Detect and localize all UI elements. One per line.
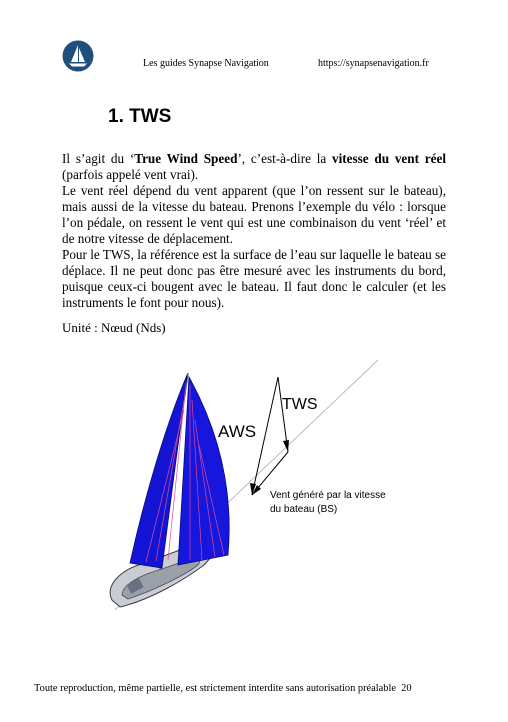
- header-url[interactable]: https://synapsenavigation.fr: [318, 58, 429, 69]
- header-brand: Les guides Synapse Navigation: [143, 58, 269, 69]
- tws-vector: [277, 376, 289, 453]
- copyright-notice: Toute reproduction, même partielle, est …: [34, 683, 396, 694]
- tws-label: TWS: [282, 396, 318, 413]
- bs-label-line1: Vent généré par la vitesse: [270, 490, 386, 501]
- body-text: Il s’agit du ‘True Wind Speed’, c’est-à-…: [62, 151, 446, 311]
- bs-label-line2: du bateau (BS): [270, 504, 337, 515]
- sailboat-logo-icon: [62, 40, 94, 72]
- jib-sail: [177, 375, 230, 566]
- boat-cockpit: [126, 578, 144, 594]
- p1-text-b: ’, c’est-à-dire la: [237, 151, 332, 166]
- copyright-footer: Toute reproduction, même partielle, est …: [34, 683, 494, 694]
- section-title: 1. TWS: [108, 106, 172, 127]
- paragraph-2: Le vent réel dépend du vent apparent (qu…: [62, 183, 446, 246]
- tws-arrowhead: [283, 440, 289, 452]
- paragraph-1: Il s’agit du ‘True Wind Speed’, c’est-à-…: [62, 151, 446, 183]
- bs-arrowhead: [252, 485, 261, 495]
- aws-arrowhead: [250, 483, 256, 495]
- unit-line: Unité : Nœud (Nds): [62, 320, 166, 335]
- p1-bold-definition: vitesse du vent réel: [332, 151, 447, 166]
- wind-diagram: AWS TWS Vent généré par la vitesse du ba…: [109, 359, 386, 611]
- sail-seams: [145, 382, 225, 563]
- p1-text-c: (parfois appelé vent vrai).: [62, 167, 199, 182]
- page-number: 20: [401, 683, 412, 694]
- aws-vector: [251, 376, 279, 496]
- paragraph-3: Pour le TWS, la référence est la surface…: [62, 247, 446, 310]
- mainsail: [129, 374, 188, 569]
- p1-bold-term: True Wind Speed: [134, 151, 238, 166]
- p1-text-a: Il s’agit du ‘: [62, 151, 135, 166]
- aws-label: AWS: [218, 422, 256, 441]
